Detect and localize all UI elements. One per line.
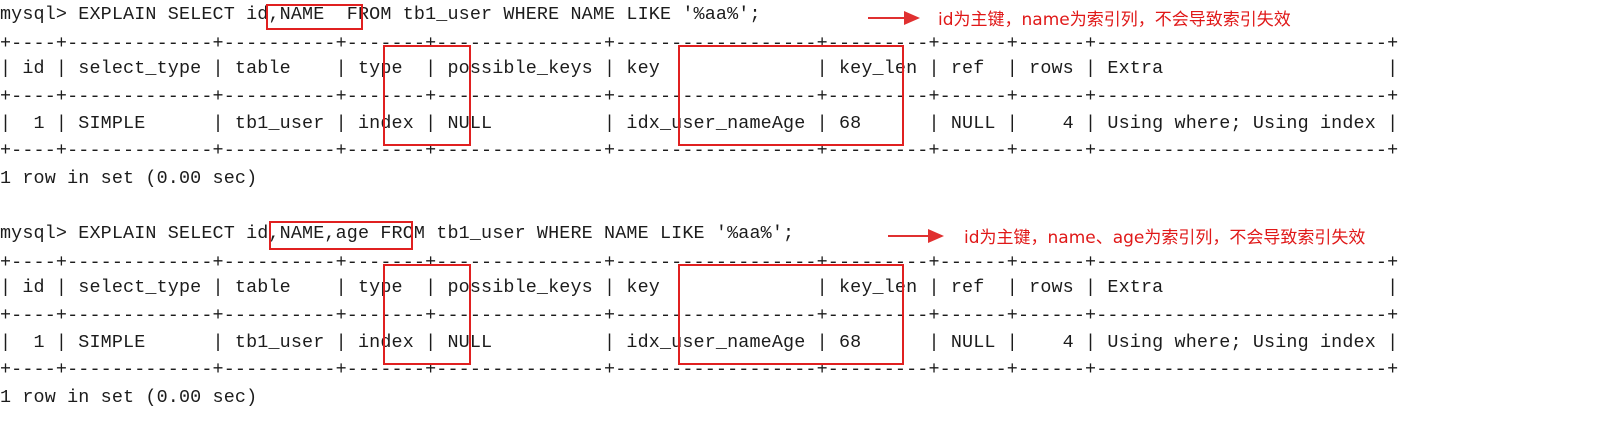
result-summary-2: 1 row in set (0.00 sec) [0,387,258,408]
sql-command-1: mysql> EXPLAIN SELECT id,NAME FROM tb1_u… [0,4,761,25]
select-columns-highlight-2 [269,221,413,250]
table-header-2: | id | select_type | table | type | poss… [0,277,1399,298]
result-summary-1: 1 row in set (0.00 sec) [0,168,258,189]
table-border-mid-2: +----+-------------+----------+-------+-… [0,305,1399,326]
annotation-2: id为主键，name、age为索引列，不会导致索引失效 [964,228,1366,248]
table-border-mid-1: +----+-------------+----------+-------+-… [0,86,1399,107]
key-column-highlight-1 [678,45,904,146]
sql-command-2: mysql> EXPLAIN SELECT id,NAME,age FROM t… [0,223,795,244]
select-columns-highlight-1 [266,4,363,30]
key-column-highlight-2 [678,264,904,365]
table-border-bottom-1: +----+-------------+----------+-------+-… [0,140,1399,161]
arrow-icon [868,11,920,25]
table-row-2: | 1 | SIMPLE | tb1_user | index | NULL |… [0,332,1399,353]
type-column-highlight-2 [383,264,471,365]
table-border-top-1: +----+-------------+----------+-------+-… [0,33,1399,54]
table-border-bottom-2: +----+-------------+----------+-------+-… [0,359,1399,380]
table-border-top-2: +----+-------------+----------+-------+-… [0,252,1399,273]
annotation-1: id为主键，name为索引列，不会导致索引失效 [938,10,1291,30]
table-header-1: | id | select_type | table | type | poss… [0,58,1399,79]
arrow-icon [888,229,944,243]
type-column-highlight-1 [383,45,471,146]
table-row-1: | 1 | SIMPLE | tb1_user | index | NULL |… [0,113,1399,134]
